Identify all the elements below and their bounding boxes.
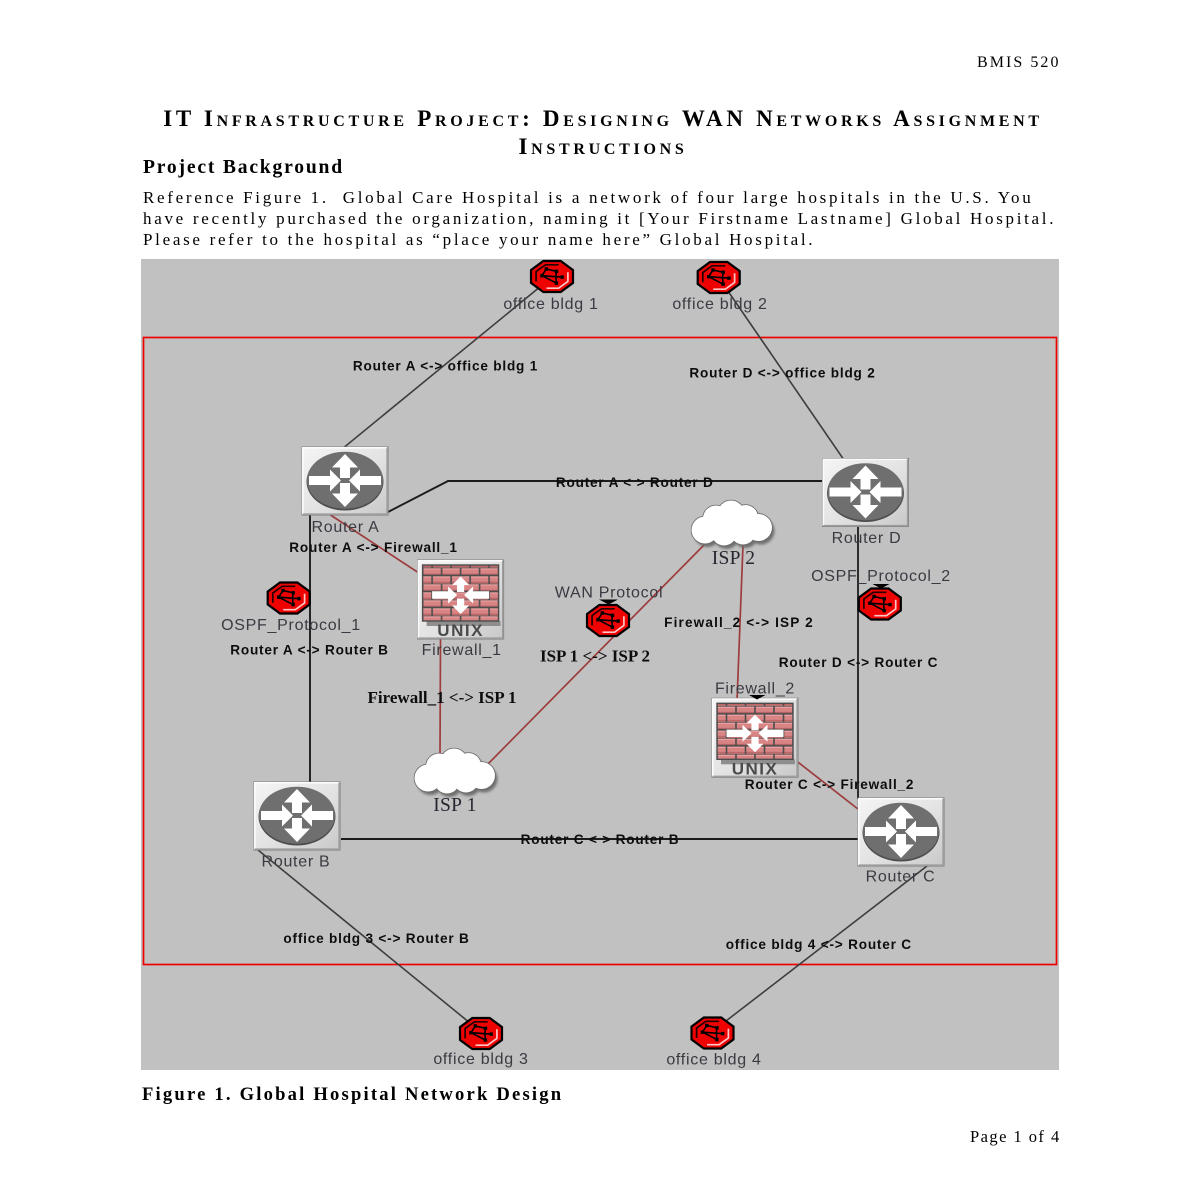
svg-text:ISP 1: ISP 1 xyxy=(433,795,477,816)
svg-text:office bldg 1: office bldg 1 xyxy=(503,296,598,313)
svg-text:Router D: Router D xyxy=(832,530,902,547)
svg-text:Firewall_1: Firewall_1 xyxy=(422,642,502,659)
svg-text:office bldg 3 <-> Router B: office bldg 3 <-> Router B xyxy=(283,931,469,946)
svg-text:Router C < > Router B: Router C < > Router B xyxy=(521,832,680,847)
svg-text:office bldg 4 <-> Router C: office bldg 4 <-> Router C xyxy=(726,937,912,952)
svg-text:Firewall_2 <-> ISP 2: Firewall_2 <-> ISP 2 xyxy=(664,615,814,630)
svg-text:Router A <-> Router B: Router A <-> Router B xyxy=(230,643,389,658)
svg-text:Router D <-> office bldg 2: Router D <-> office bldg 2 xyxy=(689,366,875,381)
svg-text:Firewall_2: Firewall_2 xyxy=(715,681,795,698)
svg-text:Router C: Router C xyxy=(866,869,936,886)
svg-text:OSPF_Protocol_2: OSPF_Protocol_2 xyxy=(811,568,951,585)
svg-text:Router B: Router B xyxy=(262,854,331,871)
svg-text:Router C <-> Firewall_2: Router C <-> Firewall_2 xyxy=(745,777,915,792)
svg-text:WAN Protocol: WAN Protocol xyxy=(555,585,664,602)
svg-text:Router A: Router A xyxy=(311,519,379,536)
svg-text:ISP 2: ISP 2 xyxy=(712,548,756,569)
svg-text:office bldg 3: office bldg 3 xyxy=(433,1051,528,1068)
svg-text:Router A <-> Firewall_1: Router A <-> Firewall_1 xyxy=(289,540,457,555)
svg-text:office bldg 2: office bldg 2 xyxy=(672,296,767,313)
svg-text:Router A <-> office bldg 1: Router A <-> office bldg 1 xyxy=(353,359,538,374)
svg-text:Router A < > Router D: Router A < > Router D xyxy=(556,475,714,490)
svg-text:Router D <-> Router C: Router D <-> Router C xyxy=(779,655,939,670)
svg-text:OSPF_Protocol_1: OSPF_Protocol_1 xyxy=(221,617,361,634)
svg-text:Firewall_1 <-> ISP 1: Firewall_1 <-> ISP 1 xyxy=(368,688,517,707)
svg-text:ISP 1 <-> ISP 2: ISP 1 <-> ISP 2 xyxy=(540,647,650,666)
svg-text:office bldg 4: office bldg 4 xyxy=(666,1052,761,1069)
